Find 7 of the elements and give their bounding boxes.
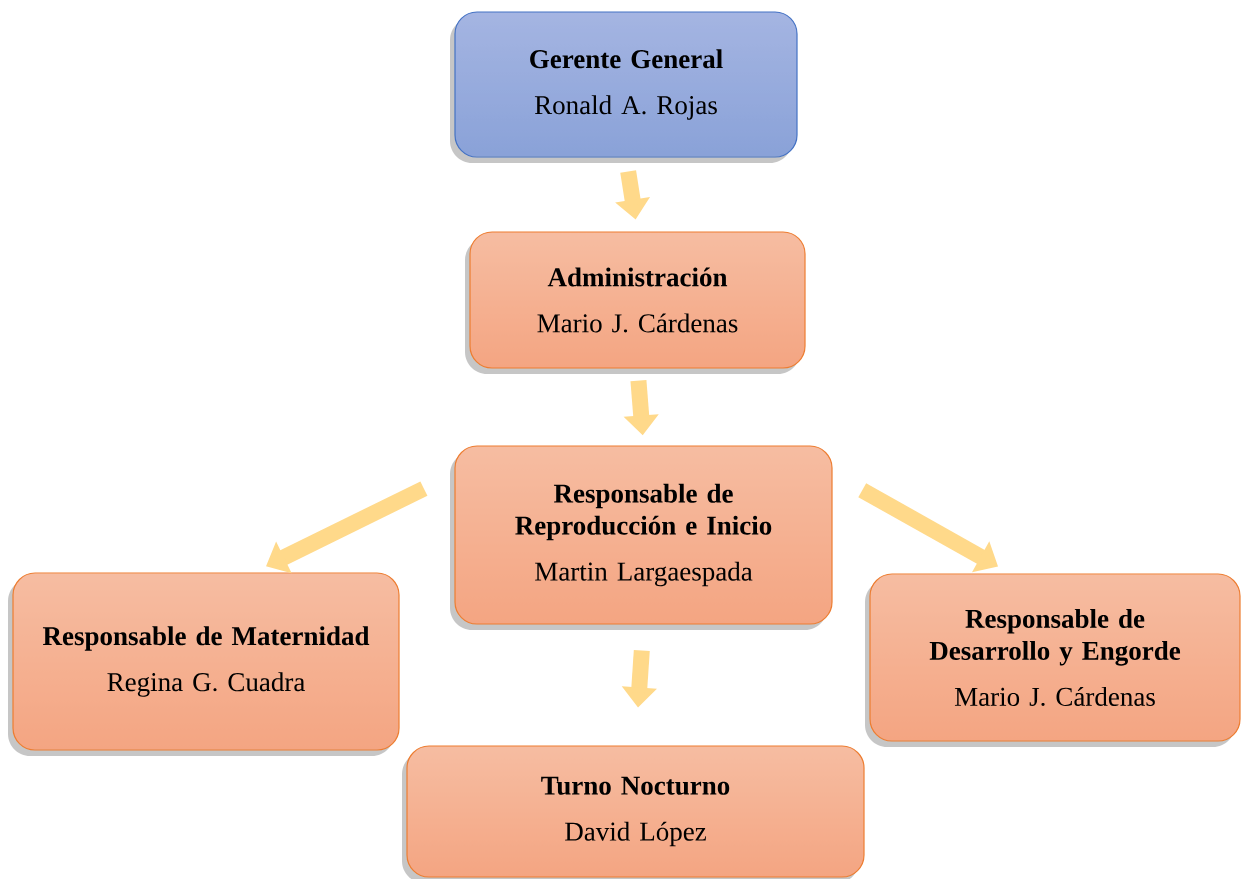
- org-box: Responsable de Reproducción e Inicio Martin Largaespada: [450, 445, 833, 630]
- block-arrow: [266, 481, 428, 574]
- org-box: Responsable de Desarrollo y Engorde Mario J. Cárdenas: [865, 573, 1241, 747]
- org-box: Responsable de Maternidad Regina G. Cuadra: [8, 572, 400, 756]
- org-box: Turno Nocturno David López: [402, 745, 865, 879]
- org-box: Gerente General Ronald A. Rojas: [450, 11, 798, 163]
- org-box: Administración Mario J. Cárdenas: [465, 231, 806, 374]
